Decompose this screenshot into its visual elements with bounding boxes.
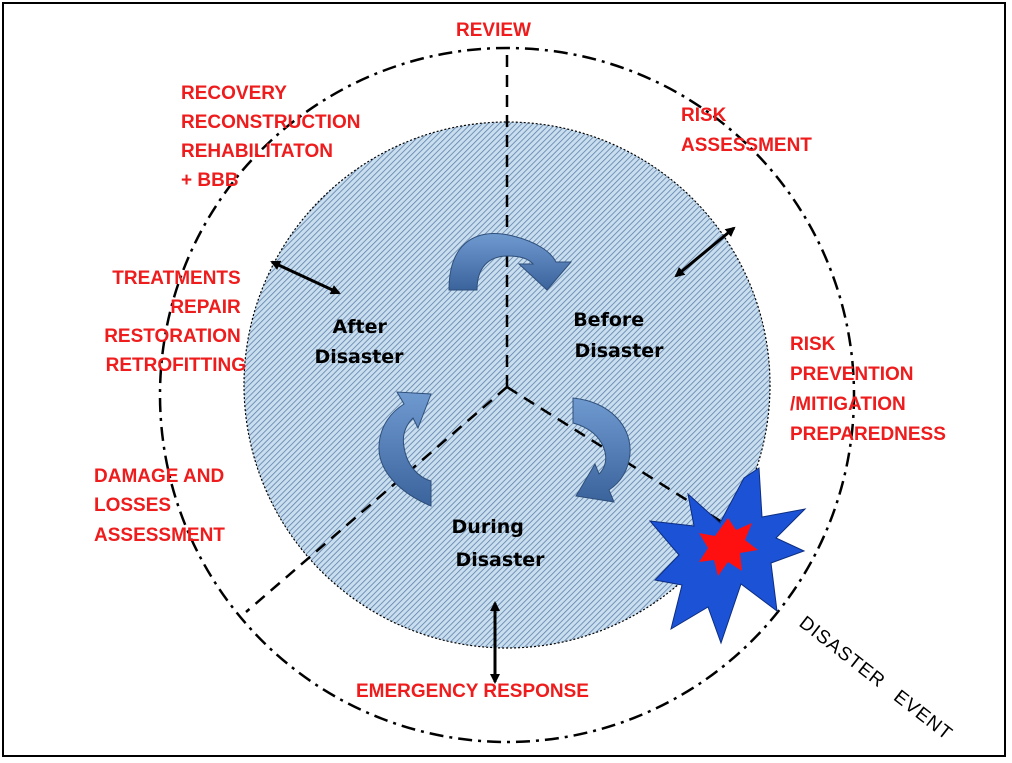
phase-before: Before Disaster — [573, 309, 664, 362]
phase-during: During Disaster — [452, 516, 546, 571]
double-headed-arrow-icon — [674, 226, 736, 278]
label-treatments: TREATMENTS REPAIR RESTORATION RETROFITTI… — [104, 268, 246, 376]
risk-prevention-line-4: PREPAREDNESS — [790, 424, 946, 445]
phase-before-line-1: Before — [573, 309, 644, 331]
risk-assessment-line-1: RISK — [681, 105, 727, 126]
label-damage: DAMAGE AND LOSSES ASSESSMENT — [94, 466, 229, 546]
damage-line-3: ASSESSMENT — [94, 525, 225, 546]
phase-after-line-1: After — [333, 316, 388, 338]
disaster-event-line-2: EVENT — [889, 686, 956, 745]
phase-during-line-1: During — [452, 516, 524, 538]
explosion-burst-icon — [648, 467, 807, 645]
label-risk-assessment: RISK ASSESSMENT — [681, 105, 812, 156]
damage-line-2: LOSSES — [94, 495, 171, 516]
recovery-line-4: + BBB — [181, 170, 239, 191]
curved-arrow-icon — [572, 397, 631, 503]
disaster-event-line-1: DISASTER — [795, 612, 889, 692]
treatments-line-4: RETROFITTING — [106, 355, 246, 376]
curved-arrow-icon — [448, 233, 573, 291]
burst-inner — [699, 518, 758, 576]
damage-line-1: DAMAGE AND — [94, 466, 224, 487]
double-headed-arrow-icon — [270, 260, 341, 295]
risk-prevention-line-1: RISK — [790, 334, 836, 355]
risk-prevention-line-3: /MITIGATION — [790, 394, 906, 415]
cycle-arrow-right — [572, 397, 631, 503]
double-arrows — [270, 226, 736, 684]
recovery-line-2: RECONSTRUCTION — [181, 112, 360, 133]
treatments-line-2: REPAIR — [170, 297, 241, 318]
recovery-line-3: REHABILITATON — [181, 141, 333, 162]
phase-after: After Disaster — [314, 316, 404, 368]
phase-after-line-2: Disaster — [314, 346, 404, 368]
label-review: REVIEW — [456, 20, 531, 41]
cycle-arrow-top — [448, 233, 573, 291]
recovery-line-1: RECOVERY — [181, 83, 287, 104]
treatments-line-1: TREATMENTS — [112, 268, 240, 289]
label-disaster-event: DISASTER EVENT — [795, 612, 956, 745]
divider-left — [245, 386, 508, 613]
outer-cycle-circle — [158, 46, 856, 744]
label-recovery: RECOVERY RECONSTRUCTION REHABILITATON + … — [181, 83, 366, 191]
phase-during-line-2: Disaster — [455, 549, 545, 571]
phase-before-line-2: Disaster — [574, 340, 664, 362]
treatments-line-3: RESTORATION — [104, 326, 241, 347]
label-risk-prevention: RISK PREVENTION /MITIGATION PREPAREDNESS — [790, 334, 946, 445]
curved-arrow-icon — [378, 391, 432, 507]
label-emergency-response: EMERGENCY RESPONSE — [356, 681, 589, 702]
cycle-arrow-left — [378, 391, 432, 507]
risk-assessment-line-2: ASSESSMENT — [681, 135, 812, 156]
risk-prevention-line-2: PREVENTION — [790, 364, 914, 385]
